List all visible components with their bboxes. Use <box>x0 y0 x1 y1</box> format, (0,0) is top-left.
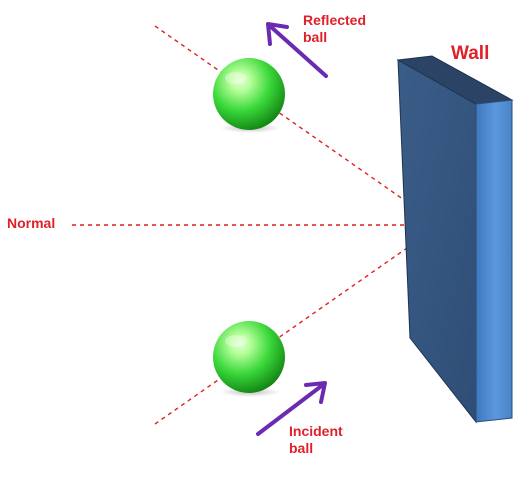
reflected-path-line <box>154 25 441 226</box>
reflected-ball-label: Reflected ball <box>303 12 366 45</box>
wall-label-text: Wall <box>451 43 490 64</box>
reflected-label-line2: ball <box>303 28 328 45</box>
wall-front-face <box>397 59 477 424</box>
incident-label-line2: ball <box>289 439 314 456</box>
incident-label-line1: Incident <box>289 423 343 439</box>
normal-label: Normal <box>7 215 55 232</box>
wall-label: Wall <box>451 43 489 65</box>
reflected-arrow-icon <box>266 22 328 78</box>
incident-ball-icon <box>213 321 285 397</box>
normal-label-text: Normal <box>7 215 56 231</box>
incident-arrow-icon <box>256 381 327 436</box>
incident-ball-label: Incident ball <box>289 423 343 456</box>
wall-side-face <box>475 99 513 423</box>
reflected-ball-icon <box>213 58 285 133</box>
reflected-label-line1: Reflected <box>303 12 367 28</box>
wall-icon <box>396 55 514 424</box>
incident-path-line <box>154 224 441 425</box>
